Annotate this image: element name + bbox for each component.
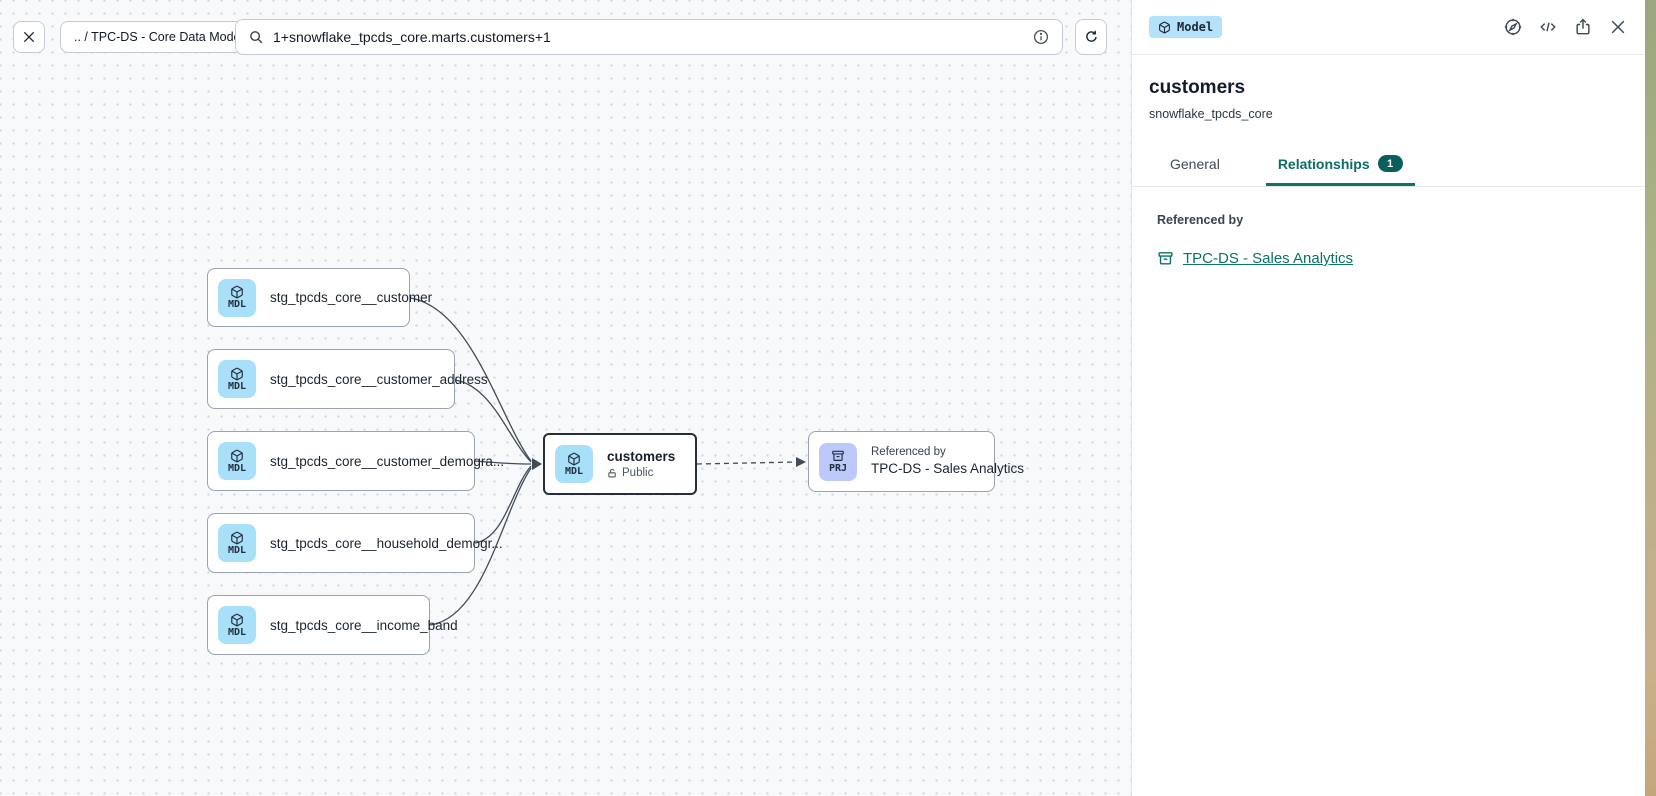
tab-general-label: General — [1170, 156, 1220, 172]
node-text-block: Referenced by TPC-DS - Sales Analytics — [871, 446, 1024, 478]
model-cube-icon: MDL — [218, 524, 256, 562]
info-icon[interactable] — [1032, 28, 1050, 46]
relationships-content: Referenced by TPC-DS - Sales Analytics — [1132, 187, 1645, 267]
node-type-tag: PRJ — [828, 463, 848, 474]
unlock-icon — [607, 468, 618, 479]
visibility-label: Public — [622, 467, 654, 479]
node-referenced-project[interactable]: PRJ Referenced by TPC-DS - Sales Analyti… — [808, 431, 1024, 492]
node-label: stg_tpcds_core__household_demogr... — [270, 535, 503, 551]
node-stg-tpcds-core-household-demographics[interactable]: MDL stg_tpcds_core__household_demogr... — [207, 513, 503, 573]
node-label: stg_tpcds_core__customer_demogra... — [270, 453, 505, 469]
node-type-tag: MDL — [227, 462, 247, 474]
lineage-edges — [409, 297, 806, 626]
project-archive-icon: PRJ — [819, 442, 857, 481]
node-label: TPC-DS - Sales Analytics — [871, 460, 1025, 476]
close-icon — [21, 29, 37, 45]
details-panel: Model customers snowflake_tpcds_core — [1131, 0, 1645, 796]
node-label: stg_tpcds_core__income_band — [270, 617, 458, 633]
relationships-count-badge: 1 — [1377, 155, 1403, 172]
node-stg-tpcds-core-customer[interactable]: MDL stg_tpcds_core__customer — [207, 268, 432, 327]
referenced-project-label: TPC-DS - Sales Analytics — [1183, 250, 1354, 267]
details-panel-header: Model — [1132, 0, 1645, 55]
node-type-tag: MDL — [227, 626, 247, 638]
model-type-label: Model — [1177, 20, 1214, 34]
model-cube-icon: MDL — [218, 278, 256, 317]
lineage-selector-bar — [235, 19, 1063, 55]
model-cube-icon: MDL — [218, 360, 256, 398]
node-label: stg_tpcds_core__customer — [270, 290, 433, 305]
lineage-canvas[interactable]: .. / TPC-DS - Core Data Models MDL stg_t… — [0, 0, 1131, 796]
node-label: stg_tpcds_core__customer_address — [270, 371, 488, 387]
node-type-tag: MDL — [227, 380, 247, 392]
node-stg-tpcds-core-income-band[interactable]: MDL stg_tpcds_core__income_band — [207, 595, 458, 655]
schema-subtitle: snowflake_tpcds_core — [1149, 107, 1273, 121]
page-title: customers — [1149, 77, 1246, 98]
model-cube-icon: MDL — [218, 606, 256, 644]
node-stg-tpcds-core-customer-demographics[interactable]: MDL stg_tpcds_core__customer_demogra... — [207, 431, 504, 491]
breadcrumb-label: .. / TPC-DS - Core Data Models — [74, 30, 250, 44]
search-icon — [248, 29, 265, 46]
model-cube-icon — [1158, 21, 1171, 34]
explore-compass-icon[interactable] — [1503, 17, 1523, 37]
referenced-by-heading: Referenced by — [1157, 213, 1244, 227]
refresh-button[interactable] — [1075, 19, 1107, 55]
node-text-block: customers Public — [607, 449, 675, 479]
referenced-project-link[interactable]: TPC-DS - Sales Analytics — [1157, 250, 1628, 267]
desktop-background-strip — [1645, 0, 1656, 796]
model-cube-icon: MDL — [218, 442, 256, 480]
node-type-tag: MDL — [227, 544, 247, 556]
panel-header-actions — [1503, 17, 1628, 37]
breadcrumb[interactable]: .. / TPC-DS - Core Data Models — [60, 21, 264, 53]
node-kicker: Referenced by — [871, 445, 946, 458]
node-type-tag: MDL — [564, 465, 584, 477]
title-block: customers snowflake_tpcds_core — [1132, 55, 1645, 121]
tab-relationships[interactable]: Relationships 1 — [1265, 147, 1415, 186]
tab-general[interactable]: General — [1158, 148, 1232, 186]
model-cube-icon: MDL — [555, 445, 593, 483]
close-lineage-button[interactable] — [13, 21, 45, 53]
tab-relationships-label: Relationships — [1277, 155, 1370, 172]
search-input[interactable] — [273, 29, 1024, 45]
model-type-badge: Model — [1149, 16, 1223, 38]
node-type-tag: MDL — [227, 299, 247, 310]
project-archive-icon — [1157, 250, 1174, 267]
node-visibility: Public — [607, 467, 675, 479]
node-stg-tpcds-core-customer-address[interactable]: MDL stg_tpcds_core__customer_address — [207, 349, 488, 409]
node-customers-selected[interactable]: MDL customers Public — [543, 433, 697, 495]
panel-tabs: General Relationships 1 — [1132, 147, 1645, 187]
share-icon[interactable] — [1573, 17, 1593, 37]
refresh-icon — [1083, 29, 1100, 46]
node-label: customers — [607, 449, 676, 464]
close-panel-icon[interactable] — [1608, 17, 1628, 37]
code-icon[interactable] — [1538, 17, 1558, 37]
